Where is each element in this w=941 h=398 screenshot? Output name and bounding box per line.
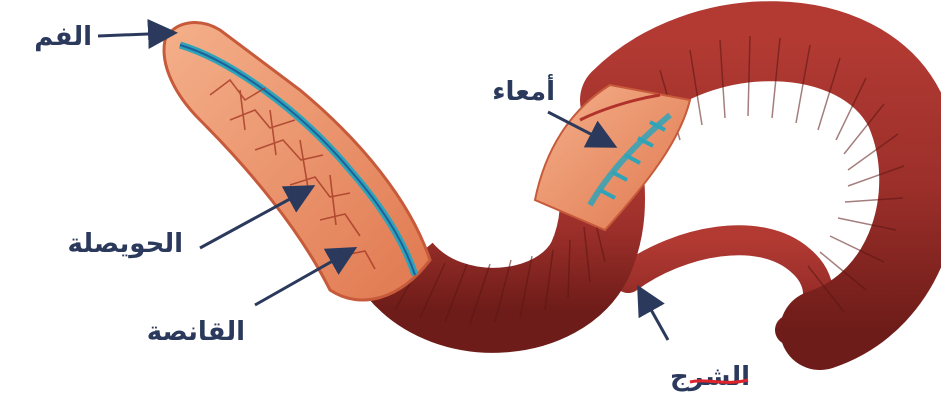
label-mouth: الفم (34, 22, 92, 52)
label-anus: الشرج (670, 362, 750, 392)
arrow-anus (640, 290, 668, 340)
label-intestines: أمعاء (492, 74, 555, 107)
label-gizzard: القانصة (147, 317, 245, 347)
arrow-mouth (98, 33, 172, 36)
label-crop: الحويصلة (68, 229, 183, 259)
intestine-cutaway (535, 85, 690, 230)
head-cutaway (164, 23, 430, 300)
